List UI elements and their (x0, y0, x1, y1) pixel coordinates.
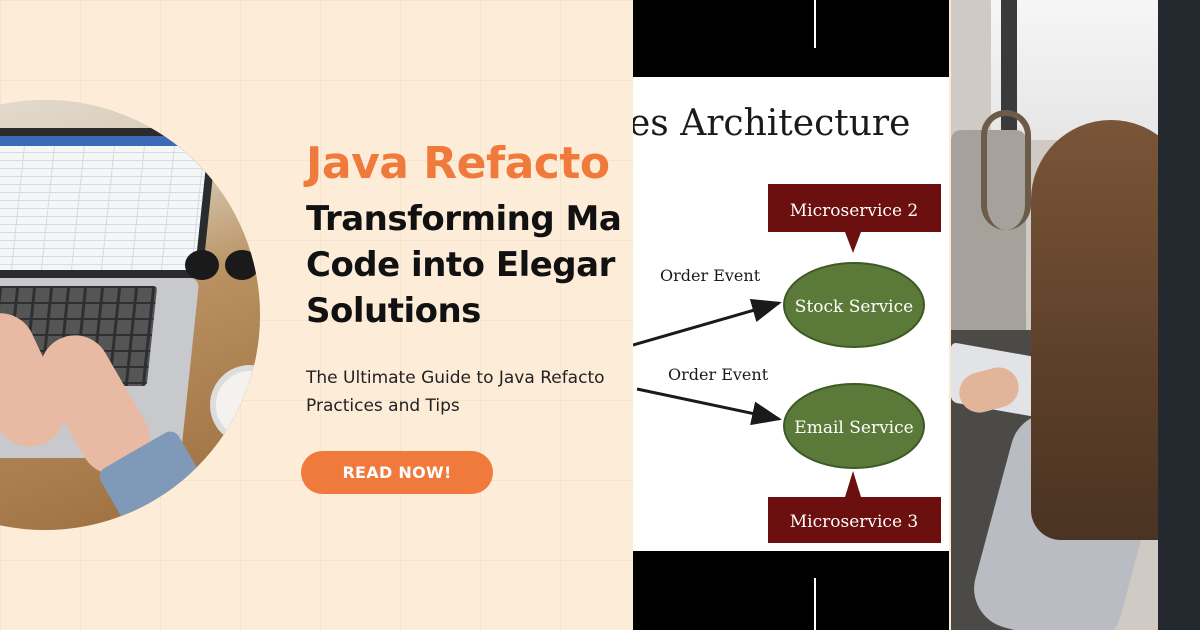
architecture-diagram: es Architecture Microservice 2 Stock Ser… (633, 77, 949, 551)
article-banner: Java Refacto Transforming Ma Code into E… (0, 0, 640, 630)
microservice-2-box: Microservice 2 (768, 184, 941, 253)
dark-side-panel (1158, 0, 1200, 630)
architecture-diagram-svg: es Architecture Microservice 2 Stock Ser… (633, 103, 941, 543)
edge-label: Order Event (660, 266, 761, 285)
microservice-3-label: Microservice 3 (790, 512, 918, 532)
backpack (951, 130, 1026, 340)
order-event-arrow (633, 298, 782, 347)
laptop-photo (0, 100, 260, 530)
subtitle: The Ultimate Guide to Java Refacto Pract… (306, 364, 640, 420)
edge-label: Order Event (668, 365, 769, 384)
spreadsheet-screen (0, 136, 210, 270)
headline: Transforming Ma Code into Elegar Solutio… (306, 196, 640, 334)
email-service-label: Email Service (794, 418, 913, 438)
microservice-3-box: Microservice 3 (768, 471, 941, 543)
microservice-2-label: Microservice 2 (790, 201, 918, 221)
stock-service-node: Stock Service (783, 262, 925, 348)
divider-line (814, 578, 816, 630)
window-frame (1001, 0, 1017, 130)
headline-accent: Java Refacto (306, 138, 610, 189)
stock-service-label: Stock Service (795, 297, 913, 317)
read-now-button[interactable]: READ NOW! (301, 451, 493, 494)
subtitle-line: The Ultimate Guide to Java Refacto (306, 368, 605, 388)
email-service-node: Email Service (783, 383, 925, 469)
diagram-title: es Architecture (633, 103, 910, 144)
sunglasses (185, 250, 260, 290)
diagram-panel: es Architecture Microservice 2 Stock Ser… (633, 0, 949, 630)
headline-line: Solutions (306, 291, 481, 331)
headline-line: Transforming Ma (306, 199, 622, 239)
order-event-arrow (636, 387, 782, 426)
backpack-strap (981, 110, 1031, 230)
headline-line: Code into Elegar (306, 245, 615, 285)
subtitle-line: Practices and Tips (306, 396, 460, 416)
divider-line (814, 0, 816, 48)
